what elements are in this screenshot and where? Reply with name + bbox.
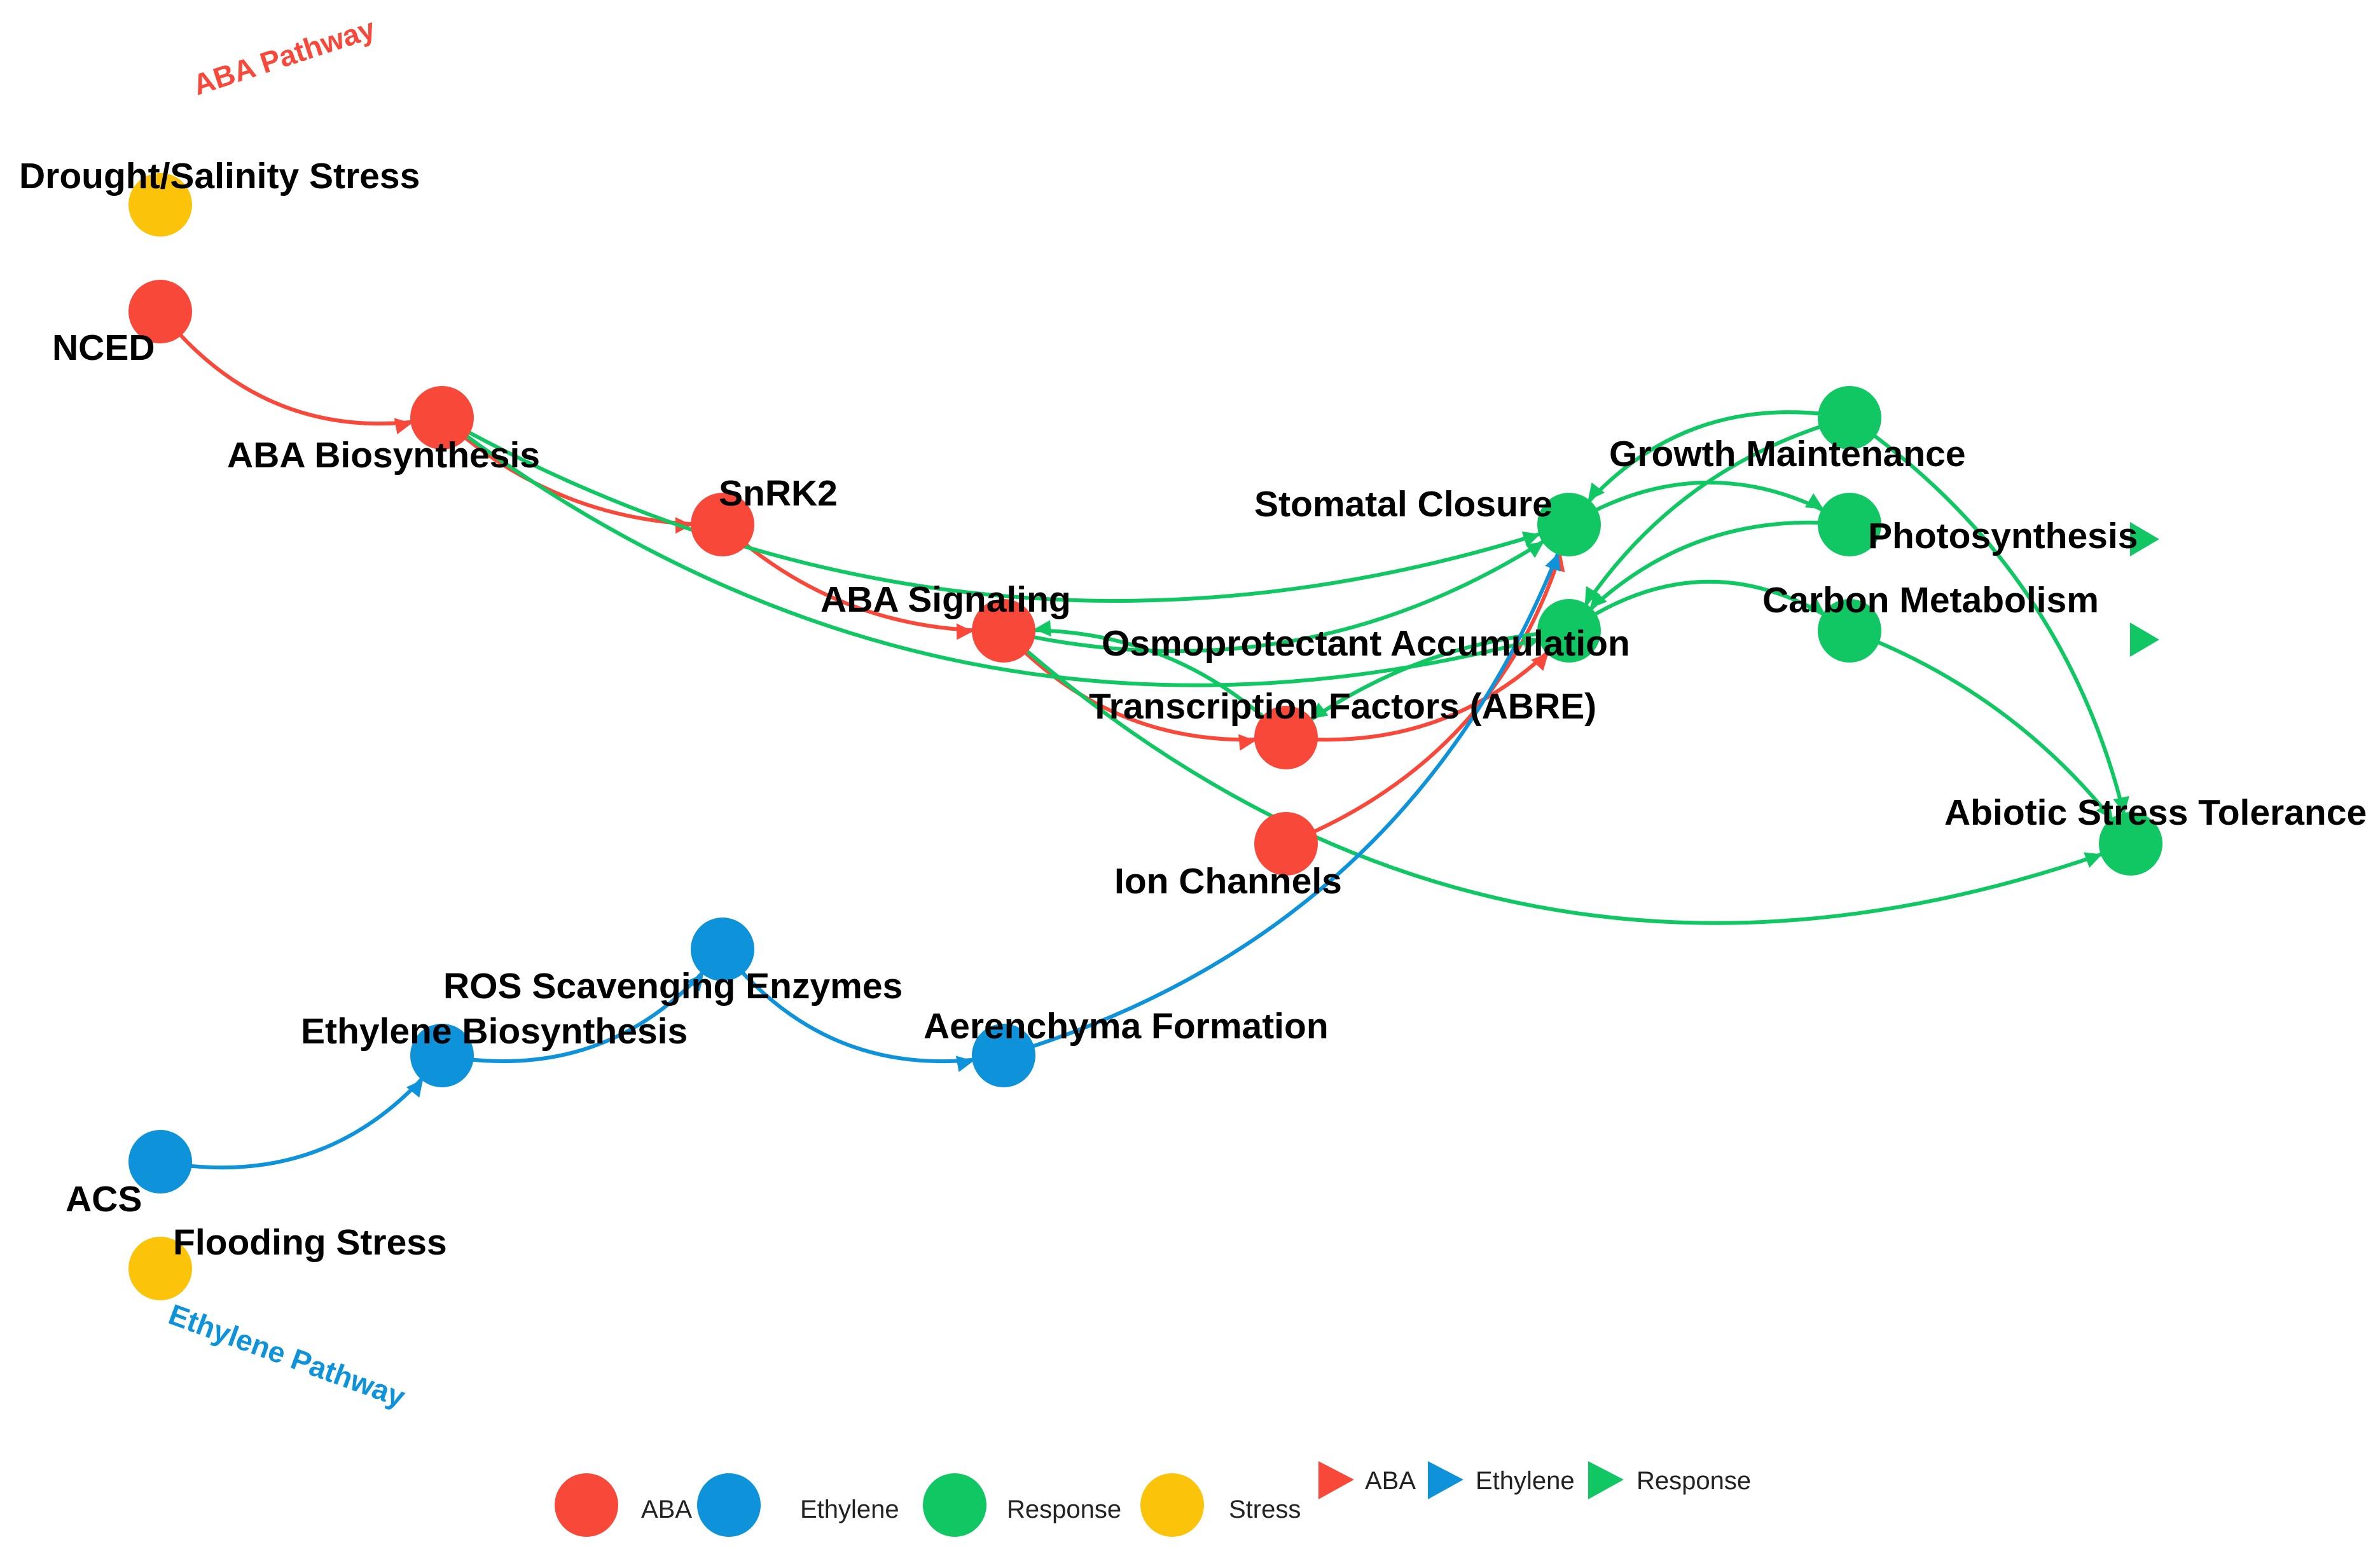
node-label-eth_bio: Ethylene Biosynthesis <box>301 1011 688 1052</box>
edge-aba_sig-to-abiotic <box>1002 629 2132 925</box>
arrowhead-aba_bio-to-stomatal <box>1521 531 1540 547</box>
node-osmo <box>1537 599 1601 663</box>
node-label-aba_bio: ABA Biosynthesis <box>227 435 540 476</box>
legend-edge-label-response: Response <box>1636 1467 1751 1495</box>
node-drought <box>128 173 192 237</box>
node-aeren <box>972 1024 1035 1087</box>
node-label-acs: ACS <box>66 1179 142 1220</box>
node-label-tf: Transcription Factors (ABRE) <box>1089 686 1596 727</box>
node-aba_sig <box>972 599 1035 663</box>
node-label-ros: ROS Scavenging Enzymes <box>443 966 903 1007</box>
edge-nced-to-aba_bio <box>158 310 443 426</box>
node-label-abiotic: Abiotic Stress Tolerance <box>1944 792 2367 833</box>
legend-node-swatch-response <box>923 1473 986 1537</box>
edge-aba_bio-to-osmo <box>441 416 1570 687</box>
arrowhead-acs-to-eth_bio <box>406 1079 424 1098</box>
open-arrowhead-2 <box>2130 622 2159 657</box>
edge-growth-to-osmo <box>1567 416 1850 632</box>
node-label-stomatal: Stomatal Closure <box>1254 484 1553 525</box>
arrowhead-aba_sig-to-tf <box>1238 734 1256 751</box>
edge-acs-to-eth_bio <box>160 1054 444 1170</box>
node-growth <box>1818 386 1881 450</box>
arrowhead-aba_sig-to-abiotic <box>2084 852 2102 868</box>
node-label-aba_sig: ABA Signaling <box>820 579 1071 620</box>
aba-pathway-label: ABA Pathway <box>189 11 379 101</box>
arrowhead-nced-to-aba_bio <box>394 418 412 435</box>
arrowhead-aeren-to-stomatal <box>1545 553 1561 572</box>
edge-aba_bio-to-stomatal <box>441 416 1570 603</box>
arrowhead-aba_bio-to-osmo <box>1521 635 1540 652</box>
legend-edge-label-aba: ABA <box>1365 1467 1416 1495</box>
arrowhead-aba_sig-to-stomatal <box>1525 542 1544 558</box>
edge-carbon-to-abiotic <box>1848 629 2133 845</box>
node-label-carbon: Carbon Metabolism <box>1762 580 2099 621</box>
arrowhead-stomatal-to-photo <box>1804 493 1823 509</box>
node-label-nced: NCED <box>52 327 155 368</box>
arrowhead-ros-to-aeren <box>955 1056 974 1072</box>
node-label-ion: Ion Channels <box>1114 861 1342 902</box>
arrowhead-growth-to-abiotic <box>2113 795 2129 814</box>
node-label-osmo: Osmoprotectant Accumulation <box>1102 623 1630 664</box>
node-stomatal <box>1537 493 1601 556</box>
arrowhead-snrk2-to-aba_sig <box>956 623 974 640</box>
node-tf <box>1254 706 1318 769</box>
edge-growth-to-abiotic <box>1848 416 2133 844</box>
edges-layer <box>158 310 2159 1170</box>
node-ros <box>691 918 754 981</box>
arrowhead-growth-to-stomatal <box>1588 482 1605 501</box>
legend-edge-label-ethylene: Ethylene <box>1476 1467 1575 1495</box>
node-label-flood: Flooding Stress <box>173 1222 447 1263</box>
node-label-growth: Growth Maintenance <box>1609 434 1966 474</box>
arrowhead-osmo-to-carbon <box>1806 596 1825 614</box>
edge-ion-to-stomatal <box>1285 524 1571 846</box>
node-ion <box>1254 812 1318 876</box>
node-snrk2 <box>691 493 754 556</box>
node-aba_bio <box>410 386 474 450</box>
node-acs <box>128 1130 192 1193</box>
legend-edge-swatch-ethylene <box>1428 1461 1463 1499</box>
arrowhead-carbon-to-abiotic <box>2096 801 2113 820</box>
node-eth_bio <box>410 1024 474 1087</box>
node-abiotic <box>2099 812 2162 876</box>
arrowhead-eth_bio-to-ros <box>686 973 704 992</box>
legend-edge-swatch-aba <box>1318 1461 1354 1499</box>
edge-aba_sig-to-stomatal <box>1003 523 1570 654</box>
legend-node-swatch-stress <box>1140 1473 1204 1537</box>
nodes-layer <box>128 173 2162 1300</box>
node-flood <box>128 1237 192 1300</box>
arrowhead-tf-to-aba_sig <box>1034 620 1051 637</box>
legend-node-label-stress: Stress <box>1229 1496 1301 1523</box>
node-label-photo: Photosynthesis <box>1868 516 2138 556</box>
node-label-aeren: Aerenchyma Formation <box>924 1006 1329 1047</box>
legend-node-label-aba: ABA <box>641 1496 692 1523</box>
arrowhead-osmo-to-tf <box>1310 702 1329 719</box>
node-label-drought: Drought/Salinity Stress <box>19 156 420 196</box>
arrowhead-tf-to-osmo <box>1531 653 1549 671</box>
node-label-snrk2: SnRK2 <box>719 473 838 514</box>
node-photo <box>1818 493 1881 556</box>
edge-aeren-to-stomatal <box>1003 523 1571 1057</box>
open-arrowhead-1 <box>2130 522 2159 556</box>
arrowhead-growth-to-osmo <box>1584 586 1601 605</box>
legend-node-swatch-ethylene <box>697 1473 761 1537</box>
legend-node-label-ethylene: Ethylene <box>800 1496 899 1523</box>
legend-edge-swatch-response <box>1588 1461 1624 1499</box>
arrowhead-photo-to-osmo <box>1589 590 1607 609</box>
ethylene-pathway-label: Ethylene Pathway <box>165 1298 410 1414</box>
legend-node-label-response: Response <box>1007 1496 1121 1523</box>
node-carbon <box>1818 599 1881 663</box>
legend-node-swatch-aba <box>555 1473 618 1537</box>
node-nced <box>128 280 192 343</box>
